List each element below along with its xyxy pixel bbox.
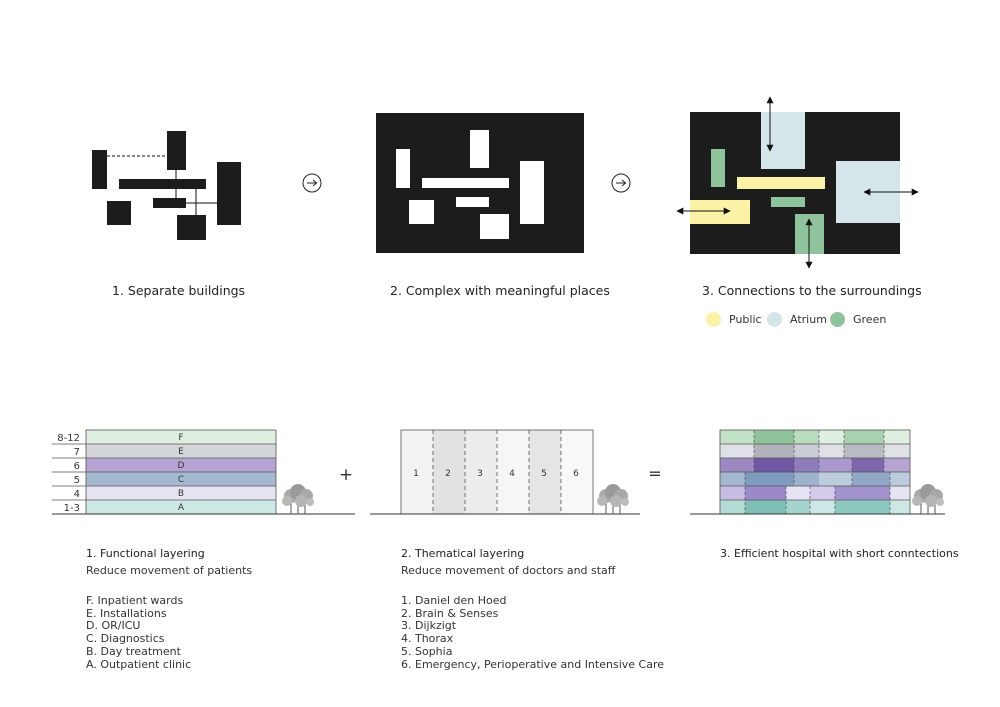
caption-complex: 2. Complex with meaningful places — [390, 283, 610, 298]
functional-subtitle: Reduce movement of patients — [86, 564, 253, 577]
functional-layering-diagram: F E D C B A 8-12 7 6 5 4 1-3 — [52, 429, 355, 515]
separate-buildings-diagram — [92, 131, 241, 240]
legend-item-green: Green — [830, 312, 886, 327]
legend-swatch-green — [830, 312, 845, 327]
legend-item-atrium: Atrium — [767, 312, 827, 327]
thematical-layering-diagram: 1 2 3 4 5 6 — [370, 429, 640, 515]
list-item: C. Diagnostics — [86, 632, 165, 646]
list-item: D. OR/ICU — [86, 619, 141, 633]
list-item: F. Inpatient wards — [86, 594, 184, 607]
theme-number: 1 — [413, 469, 419, 479]
tree-icon — [281, 483, 315, 515]
list-item: 6. Emergency, Perioperative and Intensiv… — [401, 657, 664, 671]
caption-separate-buildings: 1. Separate buildings — [112, 283, 246, 298]
efficient-title: 3. Efficient hospital with short conntec… — [720, 547, 959, 560]
theme-number: 3 — [477, 469, 483, 479]
theme-number: 4 — [509, 469, 515, 479]
list-item: E. Installations — [86, 606, 167, 620]
floor-label: 1-3 — [64, 503, 80, 514]
legend-label: Public — [729, 313, 762, 326]
layer-letter: A — [178, 503, 185, 513]
arrow-circle-icon — [302, 173, 322, 193]
list-item: 2. Brain & Senses — [401, 606, 499, 620]
legend-label: Atrium — [790, 313, 827, 326]
list-item: A. Outpatient clinic — [86, 657, 192, 671]
theme-number: 5 — [541, 469, 547, 479]
list-item: B. Day treatment — [86, 644, 181, 658]
equals-operator: = — [648, 464, 661, 483]
theme-number: 2 — [445, 469, 451, 479]
list-item: 1. Daniel den Hoed — [401, 594, 507, 607]
functional-list: F. Inpatient wards E. Installations D. O… — [86, 594, 192, 671]
list-item: 5. Sophia — [401, 644, 453, 658]
legend-swatch-atrium — [767, 312, 782, 327]
list-item: 3. Dijkzigt — [401, 619, 457, 633]
floor-label: 4 — [74, 489, 80, 500]
connections-diagram — [676, 96, 919, 269]
floor-label: 6 — [74, 461, 80, 472]
layer-letter: E — [178, 447, 184, 457]
arrow-circle-icon — [611, 173, 631, 193]
layer-letter: F — [178, 433, 183, 443]
layer-letter: D — [178, 461, 185, 471]
legend-swatch-public — [706, 312, 721, 327]
floor-label: 7 — [74, 447, 80, 458]
complex-diagram — [376, 113, 584, 253]
layer-letter: C — [178, 475, 184, 485]
layer-letter: B — [178, 489, 184, 499]
thematical-title: 2. Thematical layering — [401, 547, 525, 560]
floor-label: 5 — [74, 475, 80, 486]
tree-icon — [911, 483, 945, 515]
functional-title: 1. Functional layering — [86, 547, 205, 560]
theme-number: 6 — [573, 469, 579, 479]
efficient-hospital-diagram — [690, 429, 945, 515]
thematical-subtitle: Reduce movement of doctors and staff — [401, 564, 616, 577]
thematical-list: 1. Daniel den Hoed 2. Brain & Senses 3. … — [401, 594, 664, 671]
tree-icon — [596, 483, 630, 515]
legend-item-public: Public — [706, 312, 762, 327]
legend-label: Green — [853, 313, 887, 326]
plus-operator: + — [339, 465, 353, 485]
list-item: 4. Thorax — [401, 632, 454, 646]
floor-label: 8-12 — [57, 433, 80, 444]
caption-connections: 3. Connections to the surroundings — [702, 283, 922, 298]
